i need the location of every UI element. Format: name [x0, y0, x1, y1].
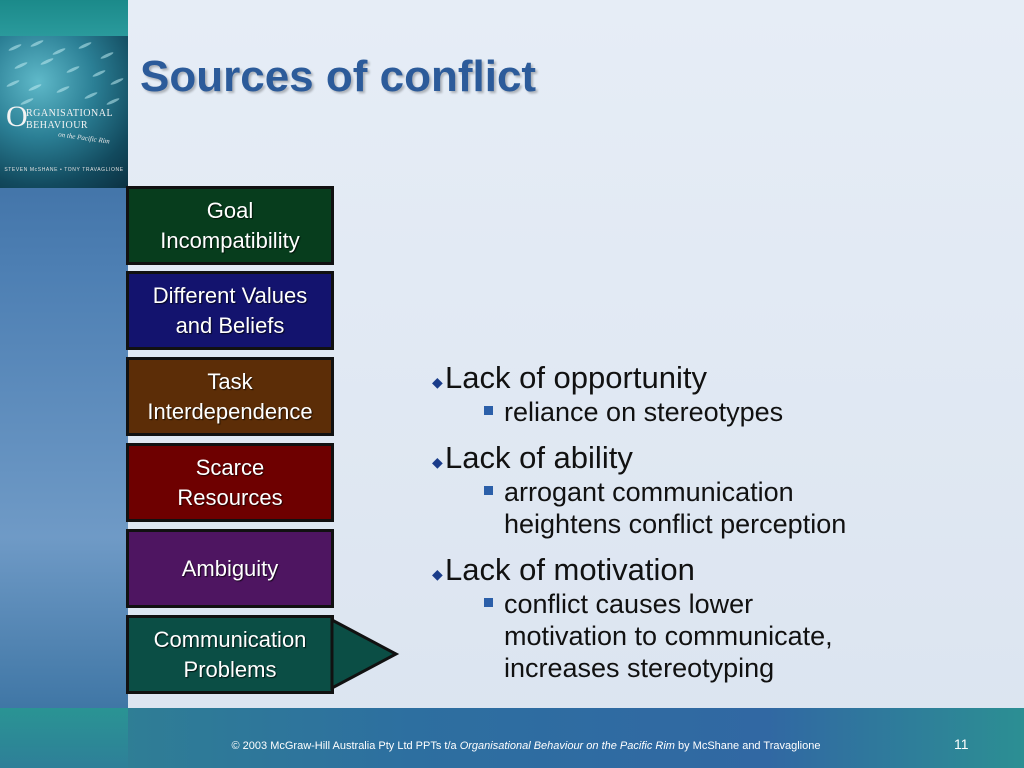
sub-bullet-item: reliance on stereotypes [432, 396, 992, 428]
footer-book-title: Organisational Behaviour on the Pacific … [459, 740, 675, 752]
source-box-line1: Communication [153, 626, 307, 652]
book-cover-initial: O [6, 100, 28, 133]
source-box-line1: Different Values [152, 282, 308, 308]
source-box-line2: Interdependence [147, 398, 313, 424]
page-number: 11 [954, 736, 969, 752]
square-bullet-icon [484, 486, 493, 495]
book-cover-image: O RGANISATIONAL BEHAVIOUR on the Pacific… [0, 36, 128, 188]
source-box-ambiguity: Ambiguity [126, 529, 334, 608]
source-box-line2: Resources [177, 484, 283, 510]
left-strip-top-band [0, 0, 128, 36]
bullet-item: ◆ Lack of opportunity [432, 360, 992, 396]
sub-bullet-text-line: increases stereotyping [504, 653, 775, 683]
selection-arrow-shape [330, 617, 400, 691]
source-box-line2: Incompatibility [160, 227, 300, 253]
footer-suffix: by McShane and Travaglione [678, 740, 821, 752]
bullet-list: ◆ Lack of opportunity reliance on stereo… [432, 360, 992, 684]
bullet-text: Lack of opportunity [445, 360, 707, 395]
diamond-bullet-icon: ◆ [432, 566, 443, 582]
source-box-different-values: Different Values and Beliefs [126, 271, 334, 350]
source-box-line1: Goal [206, 197, 254, 223]
source-box-line1: Scarce [195, 454, 265, 480]
book-cover-title: RGANISATIONAL BEHAVIOUR [26, 108, 113, 132]
footer-copyright: © 2003 McGraw-Hill Australia Pty Ltd PPT… [128, 740, 924, 752]
source-box-line2: and Beliefs [175, 312, 285, 338]
selection-arrow [330, 617, 400, 691]
square-bullet-icon [484, 406, 493, 415]
square-bullet-icon [484, 598, 493, 607]
diamond-bullet-icon: ◆ [432, 374, 443, 390]
book-cover-subtitle: on the Pacific Rim [57, 130, 111, 146]
sub-bullet-text: reliance on stereotypes [504, 397, 784, 427]
book-cover-title-line1: RGANISATIONAL [26, 108, 114, 119]
source-box-line1: Ambiguity [181, 555, 279, 581]
slide-title: Sources of conflict [140, 52, 537, 101]
footer-prefix: © 2003 McGraw-Hill Australia Pty Ltd PPT… [231, 740, 457, 752]
sub-bullet-text-line: heightens conflict perception [504, 509, 847, 539]
book-cover-authors: STEVEN McSHANE • TONY TRAVAGLIONE [4, 167, 124, 173]
diamond-bullet-icon: ◆ [432, 454, 443, 470]
bullet-item: ◆ Lack of motivation [432, 552, 992, 588]
source-box-line2: Problems [183, 656, 277, 682]
footer-left-block [0, 708, 128, 768]
sub-bullet-item: conflict causes lower motivation to comm… [432, 588, 992, 684]
sub-bullet-item: arrogant communication heightens conflic… [432, 476, 992, 540]
bullet-item: ◆ Lack of ability [432, 440, 992, 476]
sub-bullet-text-line: arrogant communication [504, 477, 794, 507]
bullet-text: Lack of ability [445, 440, 633, 475]
sub-bullet-text-line: conflict causes lower [504, 589, 754, 619]
footer-bar [0, 708, 1024, 768]
book-cover-title-line2: BEHAVIOUR [26, 120, 89, 131]
sub-bullet-text-line: motivation to communicate, [504, 621, 833, 651]
source-box-line1: Task [207, 368, 253, 394]
bullet-text: Lack of motivation [445, 552, 695, 587]
